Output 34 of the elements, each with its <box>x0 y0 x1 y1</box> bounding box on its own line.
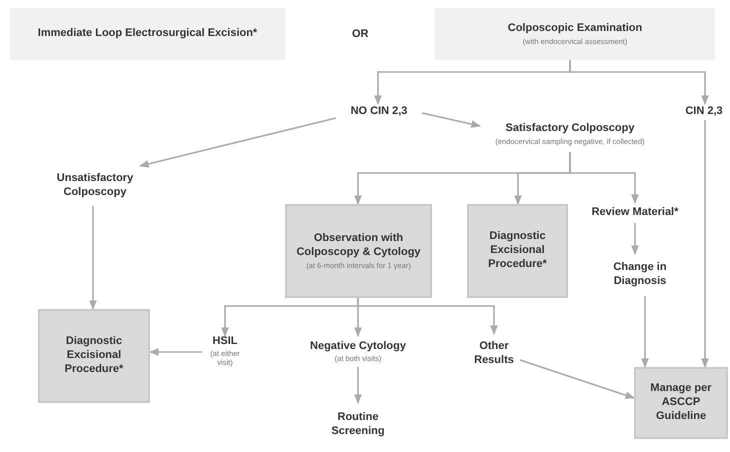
arrow <box>149 348 202 356</box>
node-label: Negative Cytology <box>310 340 406 354</box>
process-box <box>467 204 568 298</box>
connector-word: OR <box>352 28 368 40</box>
arrow <box>139 117 336 168</box>
node-label: Review Material* <box>592 206 678 220</box>
process-box <box>285 204 432 298</box>
arrow <box>631 223 639 255</box>
node-label: Change in Diagnosis <box>612 261 668 289</box>
node-label: Colposcopic Examination <box>508 22 642 36</box>
node-label: Diagnostic Excisional Procedure* <box>64 335 124 377</box>
arrow <box>422 112 481 128</box>
process-box <box>634 367 728 439</box>
arrow <box>357 298 498 335</box>
node-label: Observation with Colposcopy & Cytology <box>295 232 422 260</box>
process-box <box>38 309 150 403</box>
node-label: NO CIN 2,3 <box>350 105 408 119</box>
node-label: CIN 2,3 <box>685 105 723 119</box>
arrow <box>641 296 649 368</box>
node-label: Manage per ASCCP Guideline <box>649 382 713 424</box>
node-label: Routine Screening <box>330 411 386 439</box>
process-box <box>435 8 715 60</box>
arrow <box>569 60 709 105</box>
node-label: Satisfactory Colposcopy <box>506 122 634 136</box>
node-label: Immediate Loop Electrosurgical Excision* <box>38 27 258 41</box>
node-label: HSIL <box>212 334 238 348</box>
arrow <box>89 206 97 310</box>
arrow <box>354 367 362 404</box>
arrow <box>520 359 635 399</box>
arrow <box>701 120 709 368</box>
node-label: Other Results <box>473 340 515 368</box>
node-label: Diagnostic Excisional Procedure* <box>487 230 548 272</box>
arrow <box>569 152 639 204</box>
node-label: Unsatisfactory Colposcopy <box>56 172 134 200</box>
